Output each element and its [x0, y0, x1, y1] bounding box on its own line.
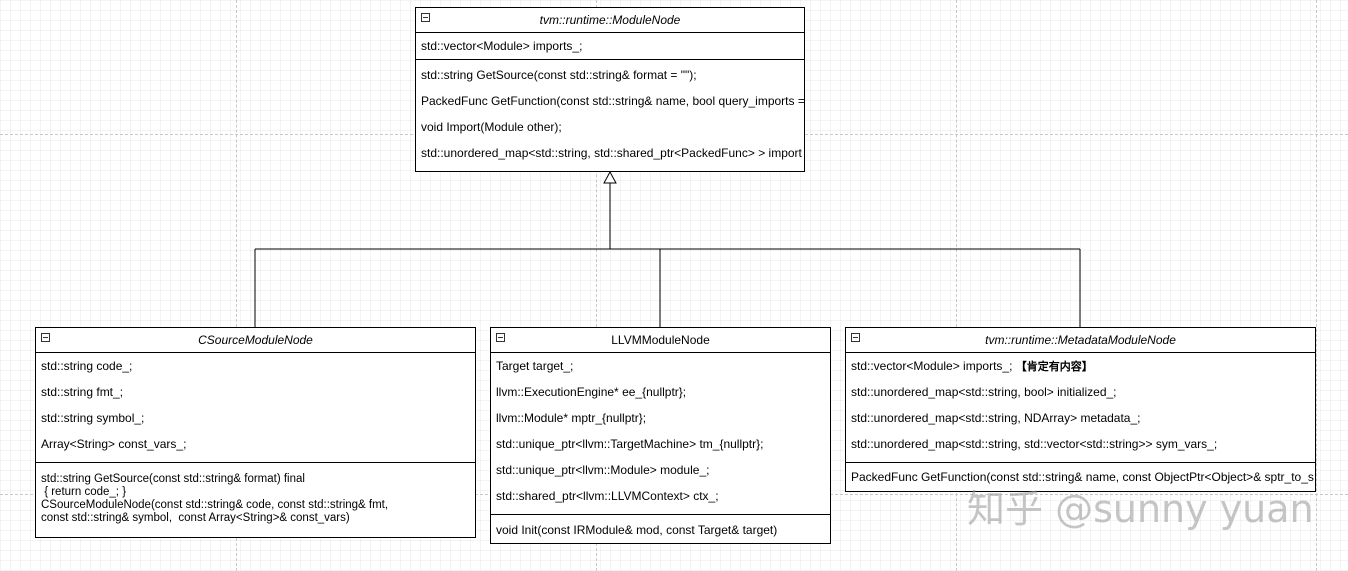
attribute-row: llvm::Module* mptr_{nullptr};	[496, 411, 647, 425]
collapse-icon[interactable]	[421, 13, 430, 22]
class-title: LLVMModuleNode	[611, 333, 710, 347]
attributes-section: std::string code_; std::string fmt_; std…	[36, 353, 475, 463]
attribute-row: std::string symbol_;	[41, 411, 145, 425]
methods-section: std::string GetSource(const std::string&…	[36, 463, 475, 525]
class-header: tvm::runtime::MetadataModuleNode	[846, 328, 1315, 353]
method-row: void Init(const IRModule& mod, const Tar…	[496, 523, 778, 537]
method-line: { return code_; }	[41, 486, 127, 498]
method-row: PackedFunc GetFunction(const std::string…	[421, 94, 804, 108]
attribute-row: std::unique_ptr<llvm::Module> module_;	[496, 463, 710, 477]
class-header: tvm::runtime::ModuleNode	[416, 8, 804, 33]
method-row: PackedFunc GetFunction(const std::string…	[851, 470, 1314, 484]
class-title: tvm::runtime::MetadataModuleNode	[985, 333, 1176, 347]
collapse-icon[interactable]	[41, 333, 50, 342]
inheritance-arrowhead	[603, 170, 617, 184]
method-row: std::unordered_map<std::string, std::sha…	[421, 146, 802, 160]
methods-section: void Init(const IRModule& mod, const Tar…	[491, 515, 830, 543]
attribute-row: std::string fmt_;	[41, 385, 124, 399]
class-header: CSourceModuleNode	[36, 328, 475, 353]
attribute-text: std::vector<Module> imports_;	[851, 359, 1016, 373]
class-header: LLVMModuleNode	[491, 328, 830, 353]
attribute-row: Target target_;	[496, 359, 574, 373]
methods-section: std::string GetSource(const std::string&…	[416, 60, 804, 166]
attribute-row: std::vector<Module> imports_; 【肯定有内容】	[846, 353, 1315, 379]
llvm-module-node-class[interactable]: LLVMModuleNode Target target_; llvm::Exe…	[490, 327, 831, 544]
method-row: std::string GetSource(const std::string&…	[421, 68, 697, 82]
attribute-row: std::unordered_map<std::string, NDArray>…	[851, 411, 1141, 425]
attribute-row: llvm::ExecutionEngine* ee_{nullptr};	[496, 385, 687, 399]
attribute-row: std::vector<Module> imports_;	[421, 39, 583, 53]
attribute-row: std::string code_;	[41, 359, 133, 373]
method-line: std::string GetSource(const std::string&…	[41, 473, 305, 485]
csource-module-node-class[interactable]: CSourceModuleNode std::string code_; std…	[35, 327, 476, 538]
method-line: const std::string& symbol, const Array<S…	[41, 512, 350, 524]
attributes-section: std::vector<Module> imports_;	[416, 33, 804, 60]
methods-section: PackedFunc GetFunction(const std::string…	[846, 463, 1315, 490]
attribute-row: std::unique_ptr<llvm::TargetMachine> tm_…	[496, 437, 764, 451]
attribute-row: Array<String> const_vars_;	[41, 437, 187, 451]
watermark: 知乎 @sunny yuan	[967, 487, 1314, 531]
class-title: CSourceModuleNode	[198, 333, 313, 347]
method-line: CSourceModuleNode(const std::string& cod…	[41, 499, 389, 511]
attribute-row: std::shared_ptr<llvm::LLVMContext> ctx_;	[496, 489, 719, 503]
attributes-section: Target target_; llvm::ExecutionEngine* e…	[491, 353, 830, 515]
method-row: void Import(Module other);	[421, 120, 562, 134]
class-title: tvm::runtime::ModuleNode	[539, 13, 681, 27]
metadata-module-node-class[interactable]: tvm::runtime::MetadataModuleNode std::ve…	[845, 327, 1316, 492]
collapse-icon[interactable]	[851, 333, 860, 342]
attribute-row: std::unordered_map<std::string, bool> in…	[851, 385, 1117, 399]
module-node-class[interactable]: tvm::runtime::ModuleNode std::vector<Mod…	[415, 7, 805, 172]
attributes-section: std::vector<Module> imports_; 【肯定有内容】 st…	[846, 353, 1315, 463]
attribute-note: 【肯定有内容】	[1015, 360, 1093, 373]
collapse-icon[interactable]	[496, 333, 505, 342]
attribute-row: std::unordered_map<std::string, std::vec…	[851, 437, 1218, 451]
